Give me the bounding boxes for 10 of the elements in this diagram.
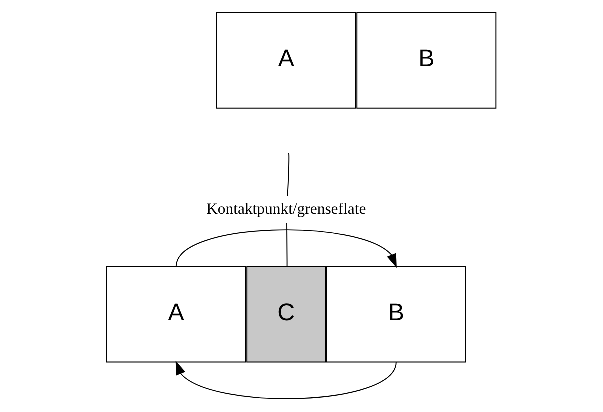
- node-box: A: [106, 266, 246, 363]
- arrow: [176, 230, 397, 268]
- node-box: A: [216, 12, 356, 109]
- node-text: Kontaktpunkt/grenseflate: [206, 201, 366, 218]
- arrow: [176, 360, 397, 400]
- connector: [287, 152, 290, 197]
- connector: [286, 222, 288, 267]
- node-box: C: [246, 266, 326, 363]
- node-box: B: [326, 266, 466, 363]
- node-box: B: [356, 12, 497, 109]
